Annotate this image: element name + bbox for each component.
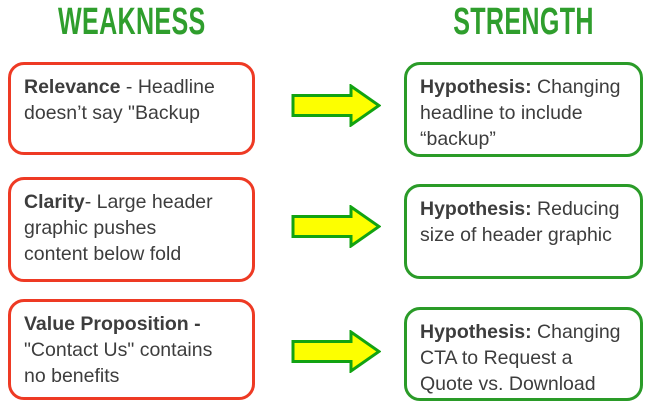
strength-box-hypothesis-header-graphic-text: Reducing size of header graphic bbox=[420, 198, 620, 246]
strength-box-hypothesis-headline: Hypothesis: Changing headline to include… bbox=[404, 62, 643, 157]
strength-box-hypothesis-header-graphic: Hypothesis: Reducing size of header grap… bbox=[404, 184, 643, 279]
weakness-box-relevance-text: - Headline doesn’t say "Backup bbox=[24, 76, 215, 124]
strength-column-header-label: STRENGTH bbox=[453, 1, 594, 43]
right-arrow-icon bbox=[291, 205, 381, 248]
weakness-box-clarity-text: - Large header graphic pushes content be… bbox=[24, 191, 213, 265]
weakness-box-value-proposition: Value Proposition - "Contact Us" contain… bbox=[8, 299, 255, 400]
arrow-icon-row-2 bbox=[291, 205, 381, 248]
strength-box-hypothesis-headline-lead: Hypothesis: bbox=[420, 76, 532, 98]
strength-box-hypothesis-header-graphic-lead: Hypothesis: bbox=[420, 198, 532, 220]
arrow-icon-row-3 bbox=[291, 330, 381, 373]
weakness-box-clarity: Clarity- Large header graphic pushes con… bbox=[8, 177, 255, 282]
strength-box-hypothesis-cta: Hypothesis: Changing CTA to Request a Qu… bbox=[404, 307, 643, 401]
right-arrow-icon bbox=[291, 84, 381, 127]
weakness-box-relevance: Relevance - Headline doesn’t say "Backup bbox=[8, 62, 255, 155]
strength-box-hypothesis-cta-lead: Hypothesis: bbox=[420, 321, 532, 343]
right-arrow-icon bbox=[291, 330, 381, 373]
weakness-column-header: WEAKNESS bbox=[8, 1, 255, 45]
strength-box-hypothesis-headline-text: Changing headline to include “backup” bbox=[420, 76, 621, 150]
arrow-icon-row-1 bbox=[291, 84, 381, 127]
weakness-box-relevance-lead: Relevance bbox=[24, 76, 121, 98]
strength-column-header: STRENGTH bbox=[404, 1, 643, 45]
weakness-column-header-label: WEAKNESS bbox=[57, 1, 206, 43]
strength-box-hypothesis-cta-text: Changing CTA to Request a Quote vs. Down… bbox=[420, 321, 621, 395]
weakness-box-value-proposition-text: "Contact Us" contains no benefits bbox=[24, 339, 213, 387]
weakness-box-value-proposition-lead: Value Proposition - bbox=[24, 313, 201, 335]
weakness-box-clarity-lead: Clarity bbox=[24, 191, 85, 213]
